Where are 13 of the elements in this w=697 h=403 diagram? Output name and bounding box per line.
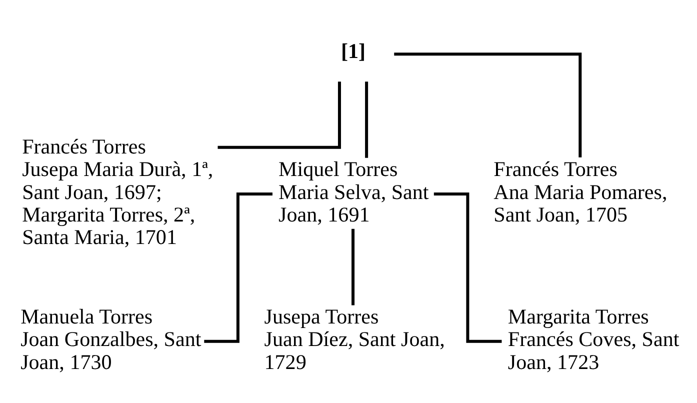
connector <box>204 192 272 343</box>
node-text: Miquel Torres Maria Selva, Sant Joan, 1691 <box>278 157 429 226</box>
node-text: Francés Torres Ana Maria Pomares, Sant Joan, 1705 <box>494 157 668 226</box>
node-text: Manuela Torres Joan Gonzalbes, Sant Joan, 1730 <box>20 304 202 374</box>
node-text: [1] <box>340 39 366 64</box>
node-text: Francés Torres Jusepa Maria Durà, 1ª, Sant Joan, 1697; Margarita Torres, 2ª, Santa Maria, 1701 <box>22 134 214 249</box>
node-text: Jusepa Torres Juan Díez, Sant Joan, 1729 <box>264 304 445 374</box>
connector <box>434 192 502 343</box>
connector <box>365 82 368 158</box>
node-text: Margarita Torres Francés Coves, Sant Joan, 1723 <box>508 304 680 374</box>
connector <box>218 82 341 149</box>
connector <box>352 228 355 306</box>
connector <box>394 52 582 158</box>
